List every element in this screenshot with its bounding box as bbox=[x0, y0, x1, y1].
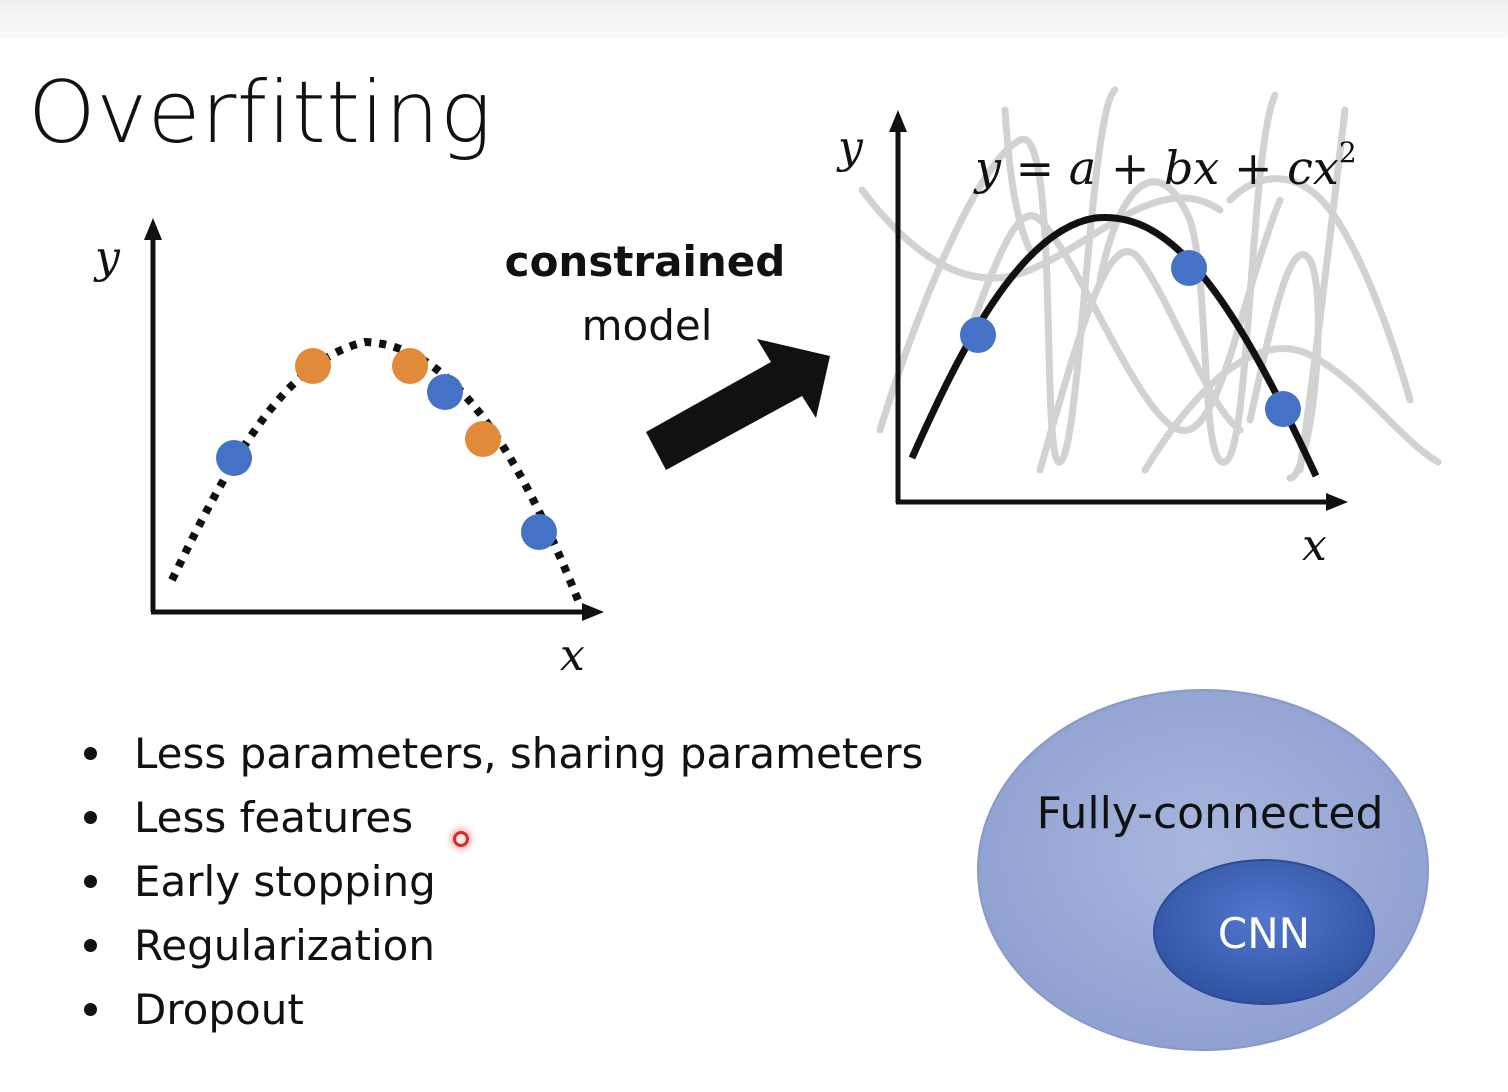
right-blue-point bbox=[960, 317, 996, 353]
fully-connected-label: Fully-connected bbox=[1037, 788, 1384, 839]
big-arrow bbox=[646, 339, 830, 470]
bullet-icon bbox=[84, 747, 97, 760]
list-item: Dropout bbox=[80, 978, 923, 1042]
list-item: Less parameters, sharing parameters bbox=[80, 722, 923, 786]
transition: constrained model bbox=[505, 237, 830, 470]
pointer-cursor-icon bbox=[453, 831, 469, 847]
right-plot: y x y = a + bx + cx2 bbox=[836, 86, 1442, 571]
left-y-axis-arrow bbox=[144, 218, 162, 240]
right-blue-point bbox=[1265, 391, 1301, 427]
gray-candidate-curves bbox=[858, 86, 1442, 482]
remedies-list: Less parameters, sharing parameters Less… bbox=[80, 722, 923, 1042]
left-plot: y x bbox=[93, 218, 604, 681]
constrained-label: constrained bbox=[505, 237, 786, 286]
model-equation: y = a + bx + cx2 bbox=[973, 136, 1357, 195]
right-y-axis-arrow bbox=[889, 110, 907, 132]
cnn-ellipse bbox=[1153, 859, 1375, 1005]
list-item-text: Early stopping bbox=[134, 857, 436, 906]
cnn-label: CNN bbox=[1218, 909, 1310, 958]
list-item-text: Dropout bbox=[134, 985, 304, 1034]
list-item-text: Less features bbox=[134, 793, 414, 842]
bullet-icon bbox=[84, 875, 97, 888]
left-blue-point bbox=[216, 440, 252, 476]
equation-main: y = a + bx + cx bbox=[973, 141, 1339, 195]
list-item-text: Regularization bbox=[134, 921, 435, 970]
fitted-quadratic-curve bbox=[908, 213, 1320, 478]
left-blue-point bbox=[427, 374, 463, 410]
bullet-icon bbox=[84, 939, 97, 952]
right-blue-point bbox=[1171, 250, 1207, 286]
model-space-diagram: Fully-connected CNN bbox=[977, 689, 1429, 1051]
left-x-label: x bbox=[560, 630, 585, 681]
right-x-axis-arrow bbox=[1326, 493, 1348, 511]
top-strip bbox=[0, 0, 1508, 38]
slide-title: Overfitting bbox=[28, 63, 492, 163]
list-item: Less features bbox=[80, 786, 923, 850]
left-x-axis-arrow bbox=[582, 603, 604, 621]
list-item: Early stopping bbox=[80, 850, 923, 914]
left-orange-point bbox=[392, 348, 428, 384]
left-y-label: y bbox=[93, 232, 121, 283]
left-orange-point bbox=[465, 421, 501, 457]
bullet-icon bbox=[84, 811, 97, 824]
fully-connected-ellipse bbox=[977, 689, 1429, 1051]
right-x-label: x bbox=[1302, 520, 1327, 571]
bullet-icon bbox=[84, 1003, 97, 1016]
right-y-label: y bbox=[836, 122, 864, 173]
list-item: Regularization bbox=[80, 914, 923, 978]
model-label: model bbox=[582, 301, 713, 350]
left-orange-point bbox=[295, 348, 331, 384]
list-item-text: Less parameters, sharing parameters bbox=[134, 729, 924, 778]
equation-exponent: 2 bbox=[1339, 136, 1357, 169]
left-blue-point bbox=[521, 514, 557, 550]
